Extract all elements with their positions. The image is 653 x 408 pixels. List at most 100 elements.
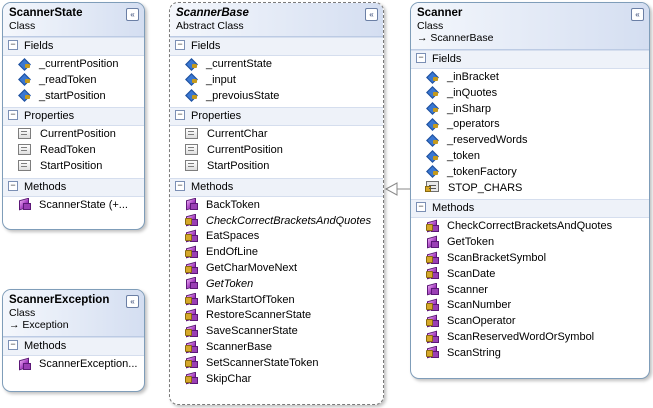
collapse-chevron-icon[interactable]: «: [126, 295, 139, 308]
member-row[interactable]: _reservedWords: [411, 133, 649, 149]
member-row[interactable]: GetToken: [411, 235, 649, 251]
member-row[interactable]: CheckCorrectBracketsAndQuotes: [411, 219, 649, 235]
collapse-section-icon[interactable]: −: [8, 340, 18, 351]
member-name: _tokenFactory: [447, 165, 517, 178]
member-row[interactable]: STOP_CHARS: [411, 181, 649, 197]
class-scannerbase[interactable]: ScannerBase Abstract Class « −Fields _cu…: [169, 2, 384, 405]
methods-list: CheckCorrectBracketsAndQuotes GetToken S…: [411, 218, 649, 364]
section-fields[interactable]: −Fields: [411, 50, 649, 69]
member-name: _currentState: [206, 58, 273, 70]
property-icon: [18, 143, 31, 155]
protected-method-icon: [185, 245, 198, 259]
member-row[interactable]: ReadToken: [3, 143, 144, 159]
collapse-section-icon[interactable]: −: [8, 110, 18, 121]
member-row[interactable]: StartPosition: [170, 159, 383, 175]
member-row[interactable]: _operators: [411, 117, 649, 133]
member-row[interactable]: GetToken: [170, 277, 383, 293]
private-field-icon: [426, 133, 439, 147]
member-row[interactable]: _input: [170, 73, 383, 89]
member-row[interactable]: ScanString: [411, 346, 649, 362]
member-row[interactable]: _token: [411, 149, 649, 165]
member-row[interactable]: CurrentPosition: [170, 143, 383, 159]
member-row[interactable]: ScanOperator: [411, 314, 649, 330]
protected-method-icon: [185, 340, 198, 353]
class-scannerstate[interactable]: ScannerState Class « −Fields _currentPos…: [2, 2, 145, 230]
collapse-section-icon[interactable]: −: [175, 180, 185, 191]
section-properties[interactable]: −Properties: [170, 107, 383, 127]
member-row[interactable]: MarkStartOfToken: [170, 292, 383, 309]
class-header[interactable]: Scanner Class → ScannerBase «: [411, 3, 649, 50]
member-name: MarkStartOfToken: [206, 293, 295, 306]
member-row[interactable]: _startPosition: [3, 89, 144, 105]
collapse-chevron-icon[interactable]: «: [126, 8, 139, 21]
member-row[interactable]: _inSharp: [411, 102, 649, 118]
class-header[interactable]: ScannerException Class → Exception «: [3, 290, 144, 337]
collapse-chevron-icon[interactable]: «: [365, 8, 378, 21]
member-row[interactable]: ScanNumber: [411, 298, 649, 314]
class-header[interactable]: ScannerState Class «: [3, 3, 144, 37]
member-row[interactable]: _tokenFactory: [411, 165, 649, 181]
member-name: _operators: [447, 118, 500, 131]
private-field-icon: [18, 57, 31, 71]
base-class: → Exception: [9, 319, 122, 332]
section-methods[interactable]: −Methods: [3, 177, 144, 197]
member-row[interactable]: _prevoiusState: [170, 89, 383, 105]
methods-list: BackToken CheckCorrectBracketsAndQuotes …: [170, 197, 383, 391]
member-row[interactable]: EndOfLine: [170, 245, 383, 261]
member-row[interactable]: SaveScannerState: [170, 324, 383, 340]
private-field-icon: [426, 86, 439, 100]
member-row[interactable]: SetScannerStateToken: [170, 356, 383, 372]
member-name: _inSharp: [447, 102, 492, 115]
collapse-section-icon[interactable]: −: [175, 40, 185, 51]
method-icon: [18, 198, 31, 211]
member-row[interactable]: _inBracket: [411, 70, 649, 86]
collapse-section-icon[interactable]: −: [416, 202, 426, 213]
member-row[interactable]: _currentPosition: [3, 57, 144, 73]
member-row[interactable]: CurrentPosition: [3, 127, 144, 143]
member-row[interactable]: ScanReservedWordOrSymbol: [411, 330, 649, 346]
class-scannerexception[interactable]: ScannerException Class → Exception « −Me…: [2, 289, 145, 392]
section-methods[interactable]: −Methods: [170, 177, 383, 197]
collapse-section-icon[interactable]: −: [8, 40, 18, 51]
properties-list: CurrentChar CurrentPosition StartPositio…: [170, 126, 383, 177]
member-row[interactable]: _inQuotes: [411, 86, 649, 102]
section-methods[interactable]: −Methods: [411, 199, 649, 219]
member-row[interactable]: GetCharMoveNext: [170, 261, 383, 277]
section-properties[interactable]: −Properties: [3, 107, 144, 127]
methods-list: ScannerState (+...: [3, 197, 144, 217]
member-row[interactable]: EatSpaces: [170, 229, 383, 245]
member-row[interactable]: RestoreScannerState: [170, 308, 383, 324]
class-scanner[interactable]: Scanner Class → ScannerBase « −Fields _i…: [410, 2, 650, 379]
collapse-section-icon[interactable]: −: [8, 180, 18, 191]
private-method-icon: [426, 346, 439, 359]
member-row[interactable]: ScannerState (+...: [3, 198, 144, 214]
section-methods[interactable]: −Methods: [3, 337, 144, 356]
member-row[interactable]: ScanDate: [411, 267, 649, 283]
collapse-section-icon[interactable]: −: [416, 53, 426, 64]
member-row[interactable]: CheckCorrectBracketsAndQuotes: [170, 213, 383, 230]
section-fields[interactable]: −Fields: [3, 37, 144, 56]
class-header[interactable]: ScannerBase Abstract Class «: [170, 3, 383, 37]
property-icon: [185, 127, 198, 139]
collapse-chevron-icon[interactable]: «: [631, 8, 644, 21]
member-row[interactable]: CurrentChar: [170, 127, 383, 143]
member-row[interactable]: _currentState: [170, 57, 383, 73]
member-row[interactable]: ScannerException...: [3, 357, 144, 373]
private-field-icon: [18, 73, 31, 87]
member-row[interactable]: _readToken: [3, 73, 144, 89]
method-icon: [185, 277, 198, 290]
member-row[interactable]: BackToken: [170, 198, 383, 214]
inherits-arrow-icon: →: [417, 32, 428, 44]
member-row[interactable]: SkipChar: [170, 371, 383, 388]
member-row[interactable]: ScanBracketSymbol: [411, 251, 649, 267]
class-kind: Class: [9, 20, 36, 32]
member-row[interactable]: Scanner: [411, 282, 649, 299]
member-row[interactable]: StartPosition: [3, 159, 144, 175]
member-name: ScannerException...: [39, 358, 138, 370]
property-icon: [18, 127, 31, 139]
section-fields[interactable]: −Fields: [170, 37, 383, 56]
collapse-section-icon[interactable]: −: [175, 110, 185, 121]
method-icon: [426, 282, 439, 296]
member-name: RestoreScannerState: [206, 309, 312, 322]
member-row[interactable]: ScannerBase: [170, 340, 383, 356]
